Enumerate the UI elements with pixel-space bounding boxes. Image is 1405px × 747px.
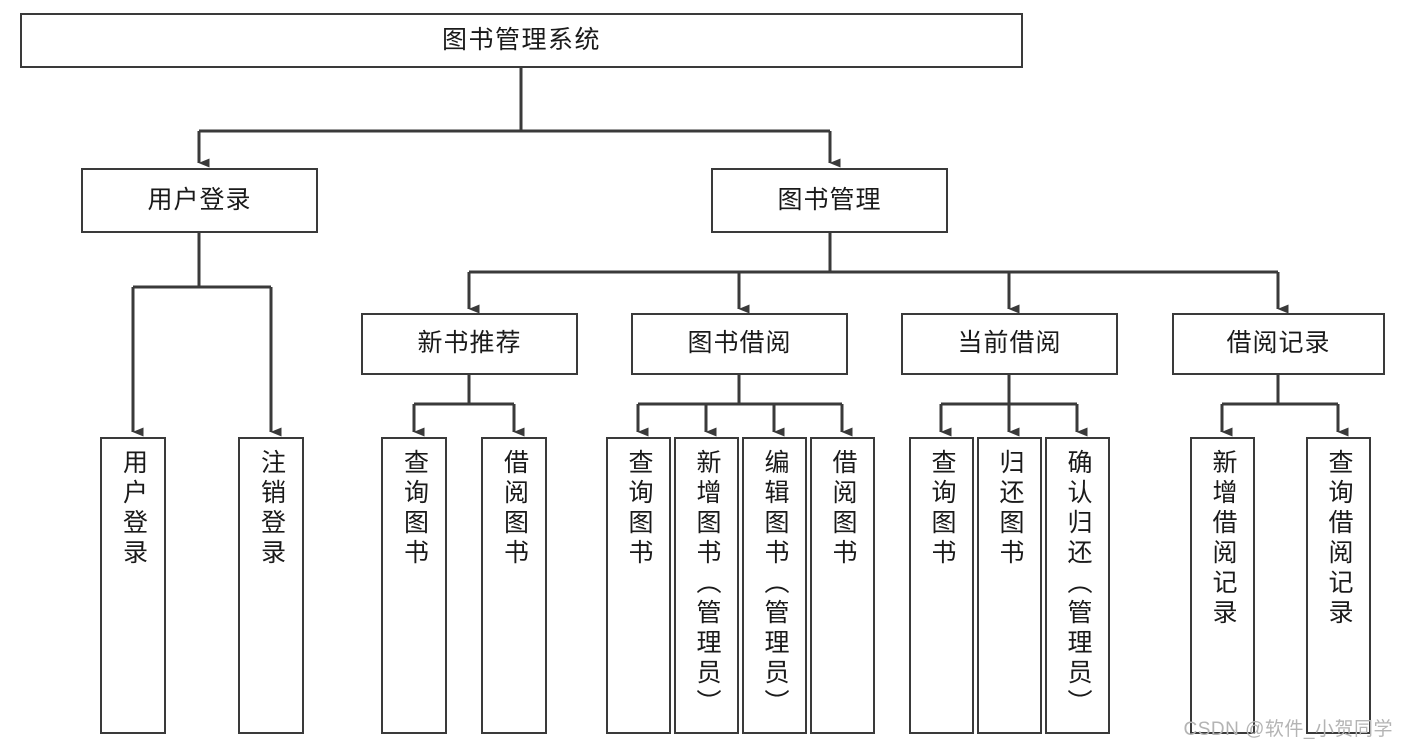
node-leaf-edit-book[interactable]: 编辑图书（管理员） (742, 437, 807, 734)
node-leaf-return-book[interactable]: 归还图书 (977, 437, 1042, 734)
node-leaf-logout-label: 注销登录 (257, 449, 286, 569)
node-leaf-borrow-book-1[interactable]: 借阅图书 (481, 437, 547, 734)
node-leaf-query-book-3-label: 查询图书 (928, 449, 956, 569)
node-leaf-user-login-label: 用户登录 (119, 449, 148, 569)
node-leaf-edit-book-label: 编辑图书（管理员） (761, 449, 789, 719)
node-leaf-borrow-book-2[interactable]: 借阅图书 (810, 437, 875, 734)
node-root-label: 图书管理系统 (441, 25, 601, 54)
node-book-manage[interactable]: 图书管理 (711, 168, 948, 233)
node-leaf-query-record-label: 查询借阅记录 (1325, 449, 1353, 629)
node-leaf-add-record-label: 新增借阅记录 (1209, 449, 1237, 629)
node-borrow-record-label: 借阅记录 (1226, 329, 1331, 358)
node-book-manage-label: 图书管理 (777, 185, 882, 214)
node-leaf-confirm-return-label: 确认归还（管理员） (1064, 449, 1092, 719)
node-current-borrow[interactable]: 当前借阅 (901, 313, 1118, 375)
node-leaf-confirm-return[interactable]: 确认归还（管理员） (1045, 437, 1110, 734)
node-leaf-query-book-2[interactable]: 查询图书 (606, 437, 671, 734)
node-leaf-query-book-1-label: 查询图书 (400, 449, 429, 569)
node-borrow-record[interactable]: 借阅记录 (1172, 313, 1385, 375)
node-leaf-add-book[interactable]: 新增图书（管理员） (674, 437, 739, 734)
node-new-book-rec-label: 新书推荐 (417, 329, 522, 358)
node-new-book-rec[interactable]: 新书推荐 (361, 313, 578, 375)
node-book-borrow[interactable]: 图书借阅 (631, 313, 848, 375)
node-leaf-add-record[interactable]: 新增借阅记录 (1190, 437, 1255, 734)
node-current-borrow-label: 当前借阅 (957, 329, 1062, 358)
node-leaf-query-book-2-label: 查询图书 (625, 449, 653, 569)
node-leaf-return-book-label: 归还图书 (996, 449, 1024, 569)
node-leaf-query-record[interactable]: 查询借阅记录 (1306, 437, 1371, 734)
node-leaf-borrow-book-1-label: 借阅图书 (500, 449, 529, 569)
watermark-text: CSDN @软件_小贺同学 (1183, 719, 1393, 740)
node-book-borrow-label: 图书借阅 (687, 329, 792, 358)
node-leaf-query-book-3[interactable]: 查询图书 (909, 437, 974, 734)
node-leaf-add-book-label: 新增图书（管理员） (693, 449, 721, 719)
node-user-login-label: 用户登录 (147, 185, 252, 214)
node-leaf-user-login[interactable]: 用户登录 (100, 437, 166, 734)
node-leaf-query-book-1[interactable]: 查询图书 (381, 437, 447, 734)
node-user-login[interactable]: 用户登录 (81, 168, 318, 233)
node-leaf-logout[interactable]: 注销登录 (238, 437, 304, 734)
node-root[interactable]: 图书管理系统 (20, 13, 1023, 68)
node-leaf-borrow-book-2-label: 借阅图书 (829, 449, 857, 569)
